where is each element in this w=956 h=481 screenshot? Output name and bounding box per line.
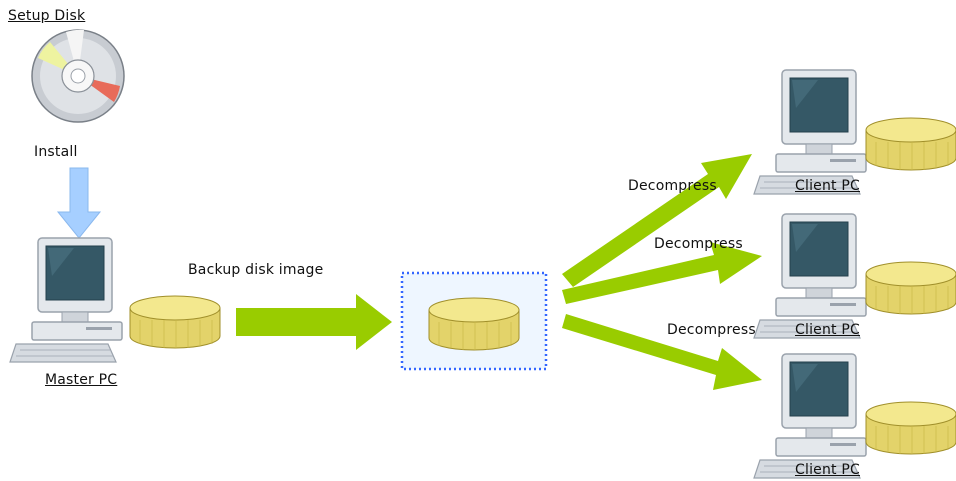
setup-disk-label: Setup Disk bbox=[8, 8, 86, 24]
master-disk-icon bbox=[129, 295, 221, 349]
decompress-arrow-bottom bbox=[562, 314, 762, 390]
decompress-arrow-top bbox=[562, 154, 752, 287]
client-pc-icon-2 bbox=[753, 213, 867, 339]
install-arrow bbox=[56, 167, 102, 239]
client-disk-icon-2 bbox=[865, 261, 956, 315]
client-pc-label-3: Client PC bbox=[795, 462, 860, 478]
client-pc-label-2: Client PC bbox=[795, 322, 860, 338]
decompress-label-3: Decompress bbox=[667, 322, 756, 338]
install-label: Install bbox=[34, 144, 78, 160]
decompress-arrow-middle bbox=[562, 242, 762, 304]
cd-disc-icon bbox=[31, 29, 125, 123]
backup-arrow bbox=[236, 294, 392, 350]
master-pc-icon bbox=[9, 237, 123, 363]
decompress-label-2: Decompress bbox=[654, 236, 743, 252]
decompress-label-1: Decompress bbox=[628, 178, 717, 194]
client-disk-icon-3 bbox=[865, 401, 956, 455]
image-disk-icon bbox=[428, 297, 520, 351]
client-pc-icon-1 bbox=[753, 69, 867, 195]
client-pc-label-1: Client PC bbox=[795, 178, 860, 194]
client-disk-icon-1 bbox=[865, 117, 956, 171]
master-pc-label: Master PC bbox=[45, 372, 118, 388]
backup-disk-image-label: Backup disk image bbox=[188, 262, 324, 278]
client-pc-icon-3 bbox=[753, 353, 867, 479]
